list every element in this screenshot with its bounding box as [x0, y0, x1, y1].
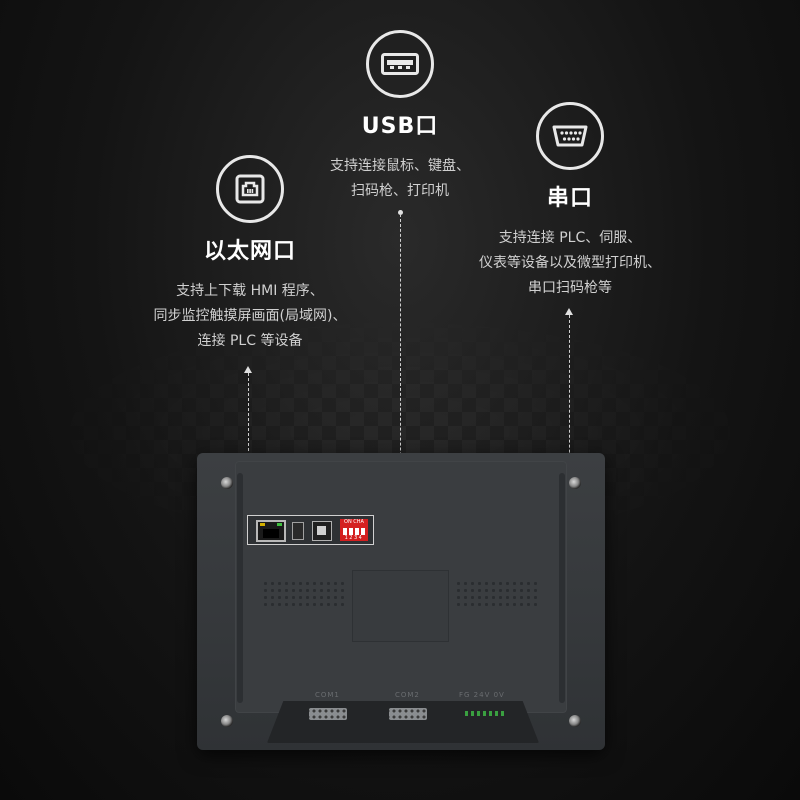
usb-desc-line-2: 扫码枪、打印机: [351, 183, 449, 199]
usb-leader-dot: [398, 210, 403, 215]
center-panel: [352, 570, 449, 642]
screw-bottom-left: [221, 715, 233, 727]
screw-top-right: [569, 477, 581, 489]
vent-left: [262, 580, 346, 610]
feature-serial: 串口 支持连接 PLC、伺服、 仪表等设备以及微型打印机、 串口扫码枪等: [460, 102, 680, 301]
left-rail: [237, 473, 243, 703]
ethernet-desc-line-1: 支持上下载 HMI 程序、: [176, 283, 324, 299]
ethernet-desc-line-3: 连接 PLC 等设备: [197, 333, 303, 349]
usb-b-port[interactable]: [312, 521, 332, 541]
serial-desc-line-3: 串口扫码枪等: [528, 280, 612, 296]
ethernet-title: 以太网口: [203, 239, 296, 264]
ethernet-socket: [263, 529, 279, 538]
ethernet-port[interactable]: [256, 520, 286, 542]
usb-port-icon: [366, 30, 434, 98]
ethernet-leader-line: [248, 373, 249, 531]
ethernet-leader-arrow: [244, 366, 252, 373]
vent-right: [455, 580, 539, 610]
com1-label: COM1: [315, 691, 340, 699]
ethernet-desc-line-2: 同步监控触摸屏画面(局域网)、: [153, 308, 347, 324]
screw-top-left: [221, 477, 233, 489]
usb-description: 支持连接鼠标、键盘、 扫码枪、打印机: [300, 154, 500, 204]
dip-switch-4[interactable]: [361, 528, 365, 535]
dip-switch-2[interactable]: [349, 528, 353, 535]
dip-switch-3[interactable]: [355, 528, 359, 535]
serial-description: 支持连接 PLC、伺服、 仪表等设备以及微型打印机、 串口扫码枪等: [460, 226, 680, 301]
usb-a-port[interactable]: [292, 522, 304, 540]
com2-label: COM2: [395, 691, 420, 699]
screw-bottom-right: [569, 715, 581, 727]
serial-desc-line-2: 仪表等设备以及微型打印机、: [479, 255, 661, 271]
serial-leader-arrow: [565, 308, 573, 315]
power-label: FG 24V 0V: [459, 691, 505, 699]
usb-leader-line: [400, 214, 401, 535]
dip-switch-label: ON CHA: [344, 519, 364, 525]
port-strip: ON CHA 1234: [247, 515, 374, 545]
feature-usb: USB口 支持连接鼠标、键盘、 扫码枪、打印机: [300, 30, 500, 204]
led-yellow: [260, 523, 265, 526]
feature-ethernet: 以太网口 支持上下载 HMI 程序、 同步监控触摸屏画面(局域网)、 连接 PL…: [130, 155, 370, 354]
led-green: [277, 523, 282, 526]
dip-switch-1[interactable]: [343, 528, 347, 535]
power-terminal[interactable]: [465, 711, 505, 716]
dip-switch[interactable]: ON CHA 1234: [340, 519, 368, 541]
usb-title: USB口: [361, 114, 439, 139]
serial-desc-line-1: 支持连接 PLC、伺服、: [498, 230, 642, 246]
com2-port[interactable]: [389, 708, 427, 720]
com1-port[interactable]: [309, 708, 347, 720]
ethernet-port-icon: [216, 155, 284, 223]
serial-port-icon: [536, 102, 604, 170]
ethernet-description: 支持上下载 HMI 程序、 同步监控触摸屏画面(局域网)、 连接 PLC 等设备: [130, 279, 370, 354]
hmi-back-panel: ON CHA 1234 COM1 COM2 FG 24V 0V: [197, 453, 605, 750]
dip-switch-numbers: 1234: [344, 535, 364, 541]
usb-desc-line-1: 支持连接鼠标、键盘、: [330, 158, 470, 174]
right-rail: [559, 473, 565, 703]
serial-title: 串口: [546, 186, 593, 211]
